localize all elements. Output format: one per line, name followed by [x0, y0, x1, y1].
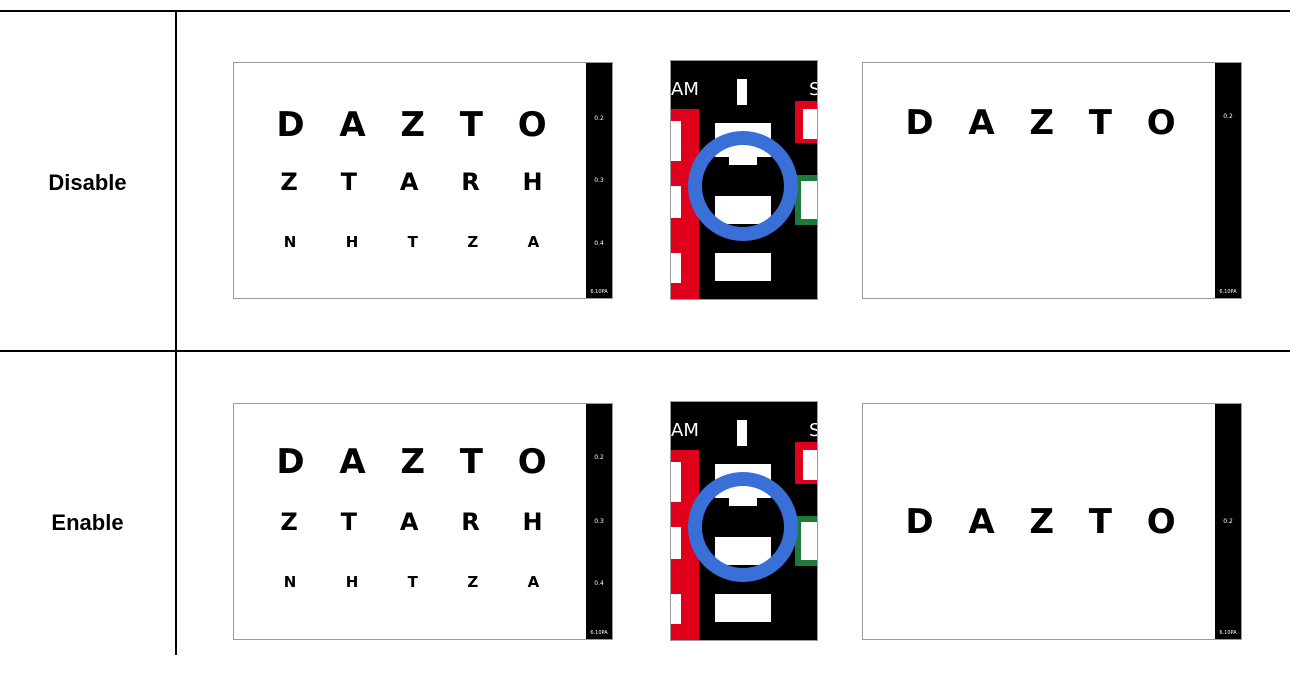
white-block: [671, 594, 681, 624]
letter-row-small: N H T Z A: [234, 233, 589, 251]
magnified-view: AM S: [670, 60, 818, 300]
magnified-text: S: [809, 420, 818, 441]
chart-letter: R: [461, 508, 479, 536]
chart-letter: Z: [467, 233, 478, 251]
chart-letter: D: [905, 103, 933, 143]
chart-letter: H: [523, 508, 543, 536]
chart-letter: H: [346, 573, 359, 591]
chart-letter: Z: [280, 168, 297, 196]
chart-letter: R: [461, 168, 479, 196]
acuity-value: 0.4: [586, 580, 612, 587]
magnifier-ring-icon: [688, 472, 798, 582]
eye-chart-multi-line: D A Z T O Z T A R H N H T Z A 0.2 0.3 0.…: [233, 62, 613, 299]
acuity-scale-bar: 0.2 6.10PA: [1215, 63, 1241, 298]
white-block: [715, 594, 771, 622]
chart-letter: T: [408, 573, 418, 591]
acuity-value: 0.2: [1215, 113, 1241, 120]
eye-chart-single-line: D A Z T O 0.2 6.10PA: [862, 62, 1242, 299]
white-block: [801, 522, 818, 560]
chart-letter: T: [341, 168, 357, 196]
chart-letter: N: [284, 233, 297, 251]
letter-row-large: D A Z T O: [234, 442, 589, 482]
acuity-value: 0.3: [586, 518, 612, 525]
letter-row-large: D A Z T O: [863, 502, 1218, 542]
chart-letter: D: [276, 105, 304, 145]
letter-row-medium: Z T A R H: [234, 508, 589, 536]
row-label-disable: Disable: [0, 170, 175, 196]
chart-letter: Z: [280, 508, 297, 536]
white-block: [671, 253, 681, 283]
chart-letter: T: [460, 105, 483, 145]
chart-letter: O: [1147, 103, 1176, 143]
chart-letter: A: [400, 508, 419, 536]
chart-letter: O: [1147, 502, 1176, 542]
white-block: [671, 186, 681, 218]
chart-letter: T: [1089, 103, 1112, 143]
chart-letter: A: [339, 442, 365, 482]
chart-letter: A: [339, 105, 365, 145]
eye-chart-multi-line: D A Z T O Z T A R H N H T Z A 0.2 0.3 0.…: [233, 403, 613, 640]
distance-label: 6.10PA: [1215, 289, 1241, 295]
chart-letter: Z: [1029, 502, 1054, 542]
acuity-scale-bar: 0.2 0.3 0.4 6.10PA: [586, 63, 612, 298]
chart-letter: H: [523, 168, 543, 196]
chart-letter: A: [968, 103, 994, 143]
white-block: [801, 181, 818, 219]
distance-label: 6.10PA: [586, 630, 612, 636]
acuity-scale-bar: 0.2 0.3 0.4 6.10PA: [586, 404, 612, 639]
letter-row-large: D A Z T O: [863, 103, 1218, 143]
acuity-value: 0.2: [1215, 518, 1241, 525]
table-column-divider: [175, 10, 177, 655]
table-row-divider: [0, 350, 1290, 352]
chart-letter: D: [905, 502, 933, 542]
white-block: [715, 253, 771, 281]
chart-letter: Z: [400, 105, 425, 145]
eye-chart-single-line: D A Z T O 0.2 6.10PA: [862, 403, 1242, 640]
magnified-text: S: [809, 79, 818, 100]
white-block: [671, 121, 681, 161]
chart-letter: Z: [400, 442, 425, 482]
acuity-value: 0.2: [586, 454, 612, 461]
acuity-scale-bar: 0.2 6.10PA: [1215, 404, 1241, 639]
chart-letter: T: [408, 233, 418, 251]
white-block: [803, 450, 818, 480]
chart-letter: A: [968, 502, 994, 542]
chart-letter: T: [1089, 502, 1112, 542]
distance-label: 6.10PA: [586, 289, 612, 295]
chart-letter: O: [518, 105, 547, 145]
letter-row-small: N H T Z A: [234, 573, 589, 591]
acuity-value: 0.2: [586, 115, 612, 122]
chart-letter: H: [346, 233, 359, 251]
magnified-view: AM S: [670, 401, 818, 641]
chart-letter: A: [528, 573, 540, 591]
magnified-text: AM: [671, 420, 699, 441]
chart-letter: N: [284, 573, 297, 591]
distance-label: 6.10PA: [1215, 630, 1241, 636]
magnifier-ring-icon: [688, 131, 798, 241]
chart-letter: T: [460, 442, 483, 482]
chart-letter: O: [518, 442, 547, 482]
white-block: [803, 109, 818, 139]
magnified-text: AM: [671, 79, 699, 100]
chart-letter: Z: [467, 573, 478, 591]
table-top-border: [0, 10, 1290, 12]
acuity-value: 0.4: [586, 240, 612, 247]
acuity-value: 0.3: [586, 177, 612, 184]
white-block: [671, 462, 681, 502]
letter-row-medium: Z T A R H: [234, 168, 589, 196]
white-bar: [737, 420, 747, 446]
white-block: [671, 527, 681, 559]
white-bar: [737, 79, 747, 105]
chart-letter: D: [276, 442, 304, 482]
row-label-enable: Enable: [0, 510, 175, 536]
letter-row-large: D A Z T O: [234, 105, 589, 145]
chart-letter: T: [341, 508, 357, 536]
chart-letter: Z: [1029, 103, 1054, 143]
chart-letter: A: [400, 168, 419, 196]
chart-letter: A: [528, 233, 540, 251]
